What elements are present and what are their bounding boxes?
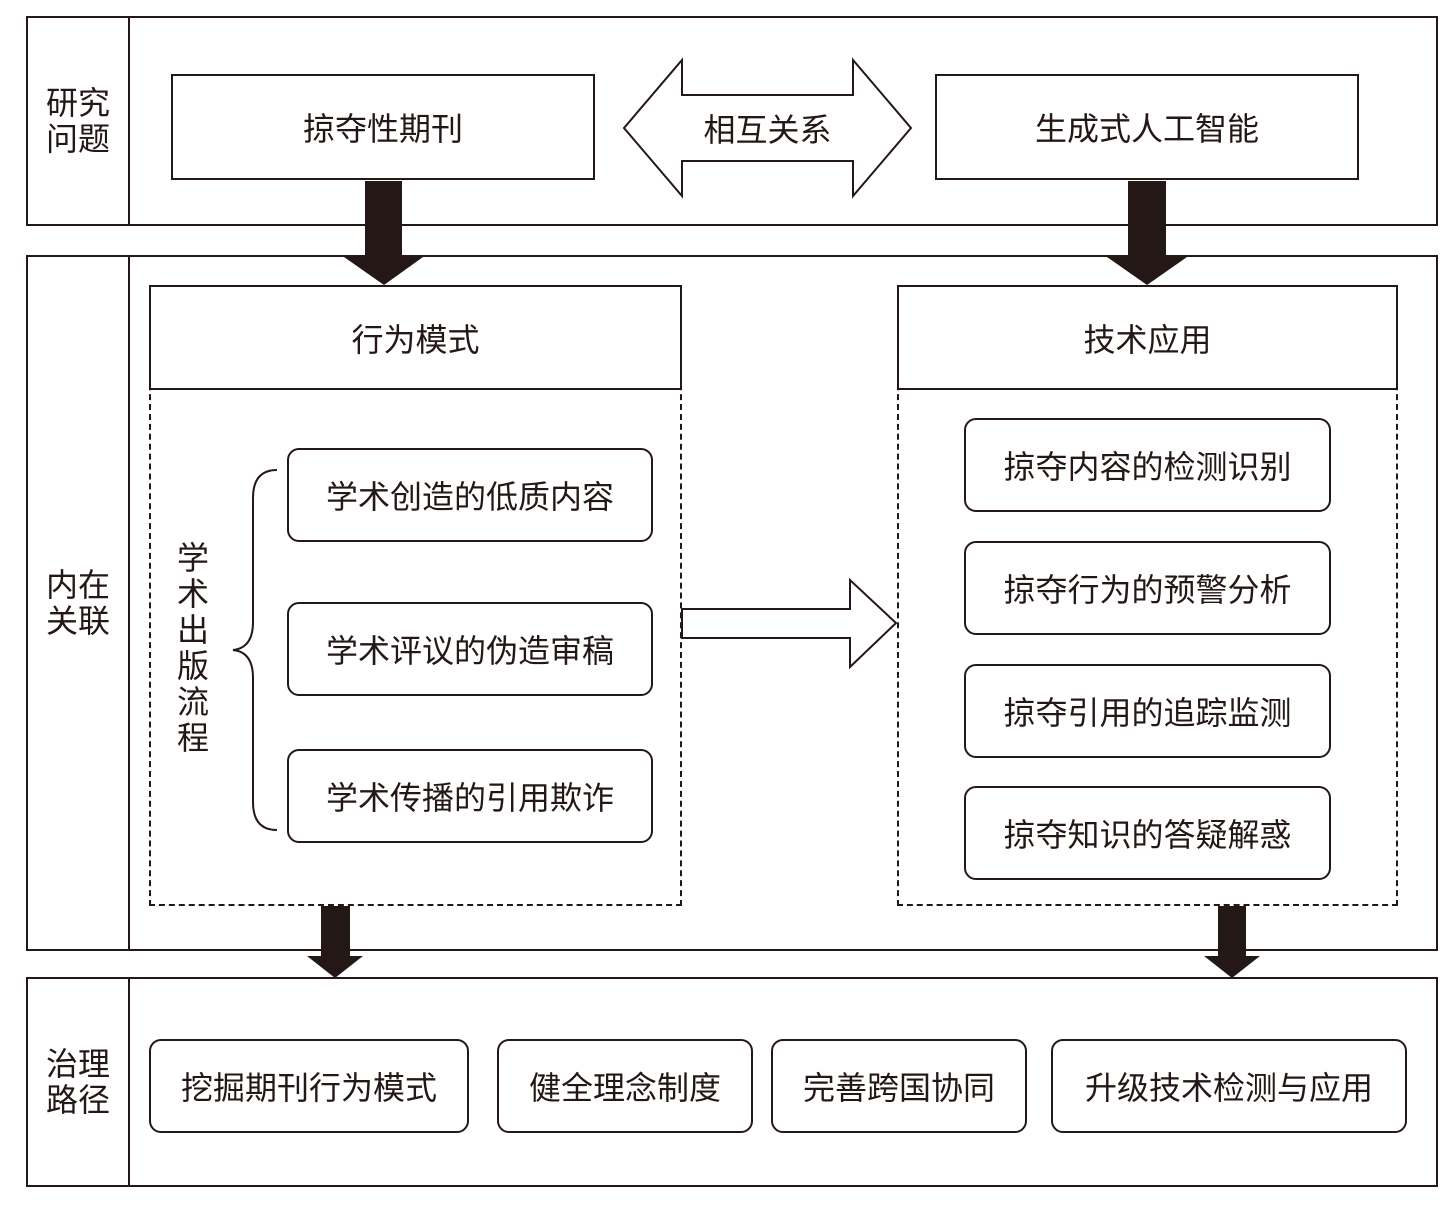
process-brace	[232, 469, 278, 831]
down-arrow-behavior-to-governance	[307, 906, 363, 978]
research-question-band	[26, 16, 1438, 226]
down-arrow-journal-to-behavior	[344, 181, 423, 285]
mutual-relation-label: 相互关系	[703, 111, 832, 149]
down-arrow-ai-to-technology	[1107, 181, 1187, 285]
research-question-label: 研究问题	[45, 84, 110, 158]
governance-item-mine-behavior: 挖掘期刊行为模式	[149, 1039, 469, 1133]
mutual-relation-double-arrow	[622, 57, 913, 199]
governance-item-upgrade-tech: 升级技术检测与应用	[1051, 1039, 1407, 1133]
technology-application-title: 技术应用	[897, 285, 1398, 390]
inner-relation-band	[26, 255, 1438, 951]
technology-item-citation-tracking: 掠夺引用的追踪监测	[964, 664, 1331, 758]
technology-item-detection: 掠夺内容的检测识别	[964, 418, 1331, 512]
technology-item-knowledge-qa: 掠夺知识的答疑解惑	[964, 786, 1331, 880]
governance-item-improve-system: 健全理念制度	[497, 1039, 753, 1133]
governance-item-cross-border: 完善跨国协同	[771, 1039, 1027, 1133]
behavior-item-fake-review: 学术评议的伪造审稿	[287, 602, 653, 696]
down-arrow-technology-to-governance	[1204, 906, 1260, 978]
technology-item-early-warning: 掠夺行为的预警分析	[964, 541, 1331, 635]
research-question-label-cell: 研究问题	[28, 18, 130, 224]
governance-path-band	[26, 977, 1438, 1187]
publishing-process-label: 学术出版流程	[176, 539, 209, 757]
governance-path-label-cell: 治理路径	[28, 979, 130, 1185]
generative-ai-box: 生成式人工智能	[935, 74, 1359, 180]
behavior-item-low-quality-content: 学术创造的低质内容	[287, 448, 653, 542]
governance-path-label: 治理路径	[45, 1045, 110, 1119]
behavior-item-citation-fraud: 学术传播的引用欺诈	[287, 749, 653, 843]
right-arrow-behavior-to-technology	[681, 577, 898, 670]
behavior-pattern-title: 行为模式	[149, 285, 682, 390]
inner-relation-label: 内在关联	[45, 566, 110, 640]
predatory-journals-box: 掠夺性期刊	[171, 74, 595, 180]
inner-relation-label-cell: 内在关联	[28, 257, 130, 949]
